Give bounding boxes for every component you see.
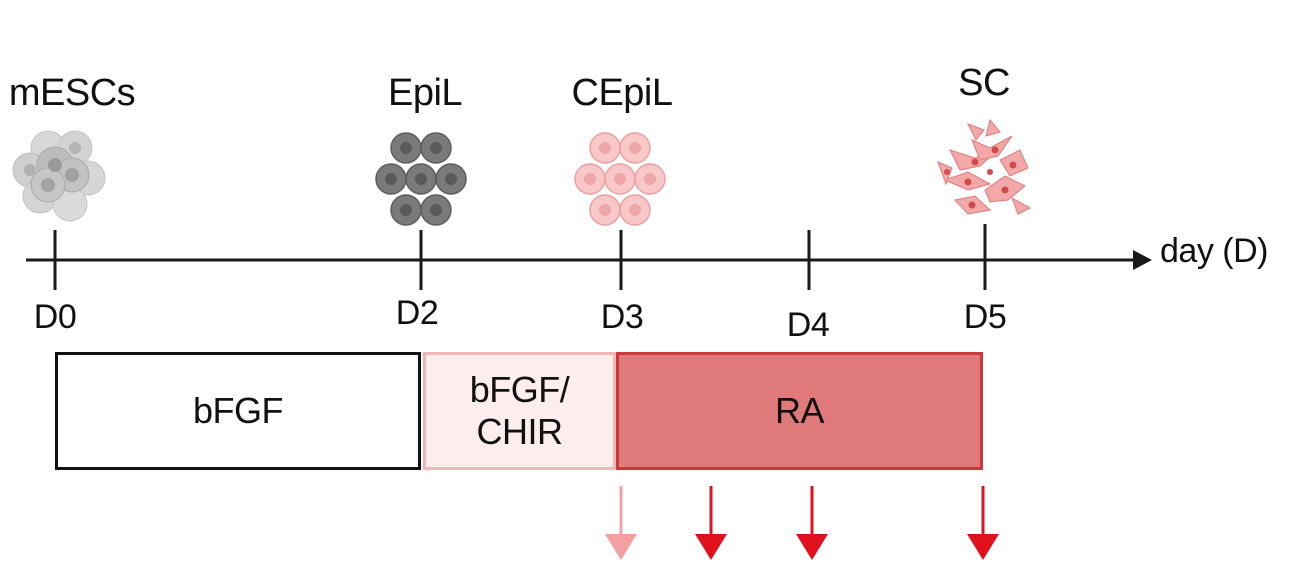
arrow-d3-light bbox=[605, 486, 637, 560]
treatment-arrows bbox=[605, 486, 999, 560]
phase-box-bfgf: bFGF bbox=[55, 352, 421, 470]
phase-label-bfgf-chir: bFGF/ CHIR bbox=[470, 369, 570, 453]
arrow-d5 bbox=[967, 486, 999, 560]
day-label-d2: D2 bbox=[395, 294, 439, 332]
phase-label-bfgf-chir-line1: bFGF/ bbox=[469, 369, 570, 410]
sc-cell-cluster bbox=[937, 118, 1032, 215]
mescs-cell-cluster bbox=[12, 130, 106, 222]
phase-box-bfgf-chir: bFGF/ CHIR bbox=[423, 352, 616, 470]
stage-label-mescs: mESCs bbox=[8, 72, 136, 114]
phase-label-bfgf: bFGF bbox=[192, 390, 284, 431]
arrow-d3-5 bbox=[695, 486, 727, 560]
phase-label-ra: RA bbox=[774, 390, 825, 431]
phase-label-bfgf-chir-line2: CHIR bbox=[476, 411, 563, 452]
phase-box-ra: RA bbox=[616, 352, 983, 470]
arrow-d4 bbox=[796, 486, 828, 560]
axis-arrowhead bbox=[1133, 250, 1152, 270]
epil-cell-cluster bbox=[375, 132, 467, 226]
day-label-d5: D5 bbox=[963, 298, 1007, 336]
stage-label-sc: SC bbox=[958, 62, 1010, 104]
sc-cell-nuclei bbox=[944, 146, 1017, 209]
stage-label-epil: EpiL bbox=[387, 72, 463, 114]
day-label-d0: D0 bbox=[33, 298, 77, 336]
stage-label-cepil: CEpiL bbox=[571, 72, 674, 114]
cepil-cell-cluster bbox=[574, 132, 666, 226]
axis-label-day: day (D) bbox=[1160, 232, 1268, 270]
day-label-d4: D4 bbox=[786, 306, 830, 344]
timeline-axis bbox=[26, 224, 1152, 290]
day-label-d3: D3 bbox=[600, 298, 644, 336]
